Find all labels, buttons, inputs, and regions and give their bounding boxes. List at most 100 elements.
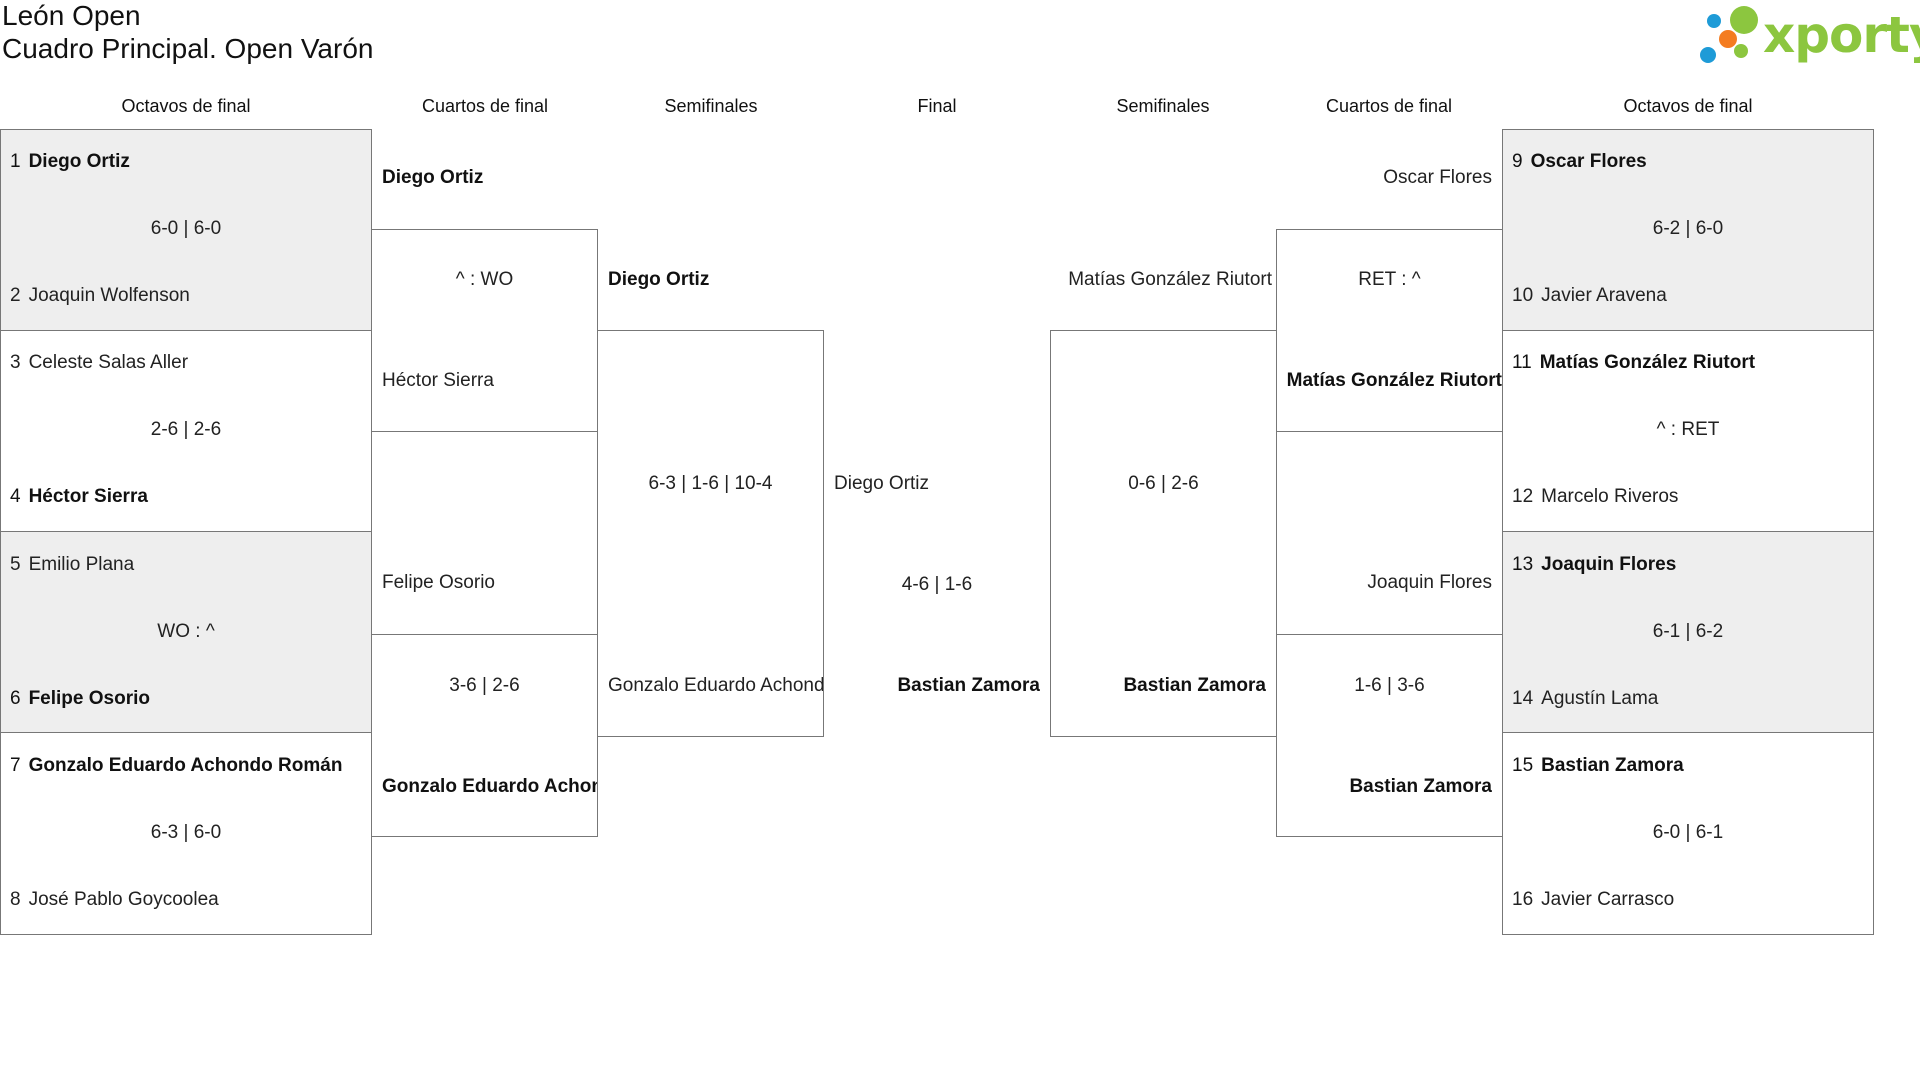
player-entry[interactable]: 3 Celeste Salas Aller (10, 351, 365, 375)
match-score: 6-0 | 6-1 (1652, 822, 1724, 843)
logo-wordmark: xporty (1763, 6, 1920, 64)
match-box-right-r16-1 (1502, 129, 1874, 331)
round-header-right-r16: Octavos de final (1623, 96, 1753, 116)
player-name[interactable]: Felipe Osorio (382, 572, 495, 593)
xporty-logo: xporty (1690, 0, 1920, 72)
round-header-right-sf: Semifinales (1116, 96, 1210, 116)
player-entry[interactable]: 6 Felipe Osorio (10, 687, 365, 711)
match-box-left-r16-1 (0, 129, 372, 331)
player-name[interactable]: Bastian Zamora (1123, 675, 1266, 696)
logo-dot-blue (1707, 14, 1721, 28)
logo-dot-orange (1719, 30, 1737, 48)
match-box-right-r16-4 (1502, 732, 1874, 935)
player-entry[interactable]: 7 Gonzalo Eduardo Achondo Román (10, 754, 365, 778)
player-entry[interactable]: 11 Matías González Riutort (1512, 351, 1867, 375)
round-header-left-r16: Octavos de final (121, 96, 251, 116)
player-name[interactable]: Diego Ortiz (382, 167, 484, 188)
player-entry[interactable]: 9 Oscar Flores (1512, 150, 1867, 174)
player-name: Marcelo Riveros (1541, 486, 1679, 507)
match-score: ^ : RET (1656, 419, 1720, 440)
round-header-final: Final (917, 96, 957, 116)
match-box-right-qf-1 (1276, 229, 1503, 432)
match-score: 0-6 | 2-6 (1128, 473, 1199, 494)
player-name[interactable]: Joaquin Flores (1367, 572, 1492, 593)
final-score: 4-6 | 1-6 (901, 574, 973, 595)
player-entry[interactable]: 13 Joaquin Flores (1512, 553, 1867, 577)
player-name[interactable]: Matías González Riutort (1286, 370, 1502, 391)
player-name: Javier Carrasco (1541, 889, 1675, 910)
match-score: 6-2 | 6-0 (1652, 218, 1724, 239)
match-box-left-sf (597, 330, 824, 737)
seed-number: 8 (10, 889, 21, 910)
match-box-left-qf-2 (371, 634, 598, 837)
round-header-right-qf: Cuartos de final (1325, 96, 1453, 116)
logo-dot-green-2 (1734, 44, 1748, 58)
match-box-right-qf-2 (1276, 634, 1503, 837)
champion-name[interactable]: Bastian Zamora (897, 675, 1040, 696)
seed-number: 4 (10, 486, 21, 507)
round-header-left-qf: Cuartos de final (421, 96, 549, 116)
final-player-1[interactable]: Diego Ortiz (834, 473, 930, 494)
player-name: Diego Ortiz (28, 151, 130, 172)
player-entry[interactable]: 16 Javier Carrasco (1512, 888, 1867, 912)
match-score: 6-0 | 6-0 (150, 218, 222, 239)
player-name: Emilio Plana (28, 554, 135, 575)
seed-number: 14 (1512, 688, 1534, 709)
player-name[interactable]: Oscar Flores (1383, 167, 1492, 188)
seed-number: 11 (1512, 352, 1532, 373)
player-entry[interactable]: 12 Marcelo Riveros (1512, 485, 1867, 509)
seed-number: 10 (1512, 285, 1534, 306)
player-entry[interactable]: 4 Héctor Sierra (10, 485, 365, 509)
player-name: Joaquin Wolfenson (28, 285, 190, 306)
player-entry[interactable]: 8 José Pablo Goycoolea (10, 888, 365, 912)
match-score: ^ : WO (455, 269, 514, 290)
match-box-left-r16-3 (0, 531, 372, 733)
player-name[interactable]: Gonzalo Eduardo Achondo Román (608, 675, 823, 696)
match-score: 6-3 | 6-0 (150, 822, 222, 843)
seed-number: 6 (10, 688, 21, 709)
logo-dot-blue-2 (1700, 47, 1716, 63)
seed-number: 9 (1512, 151, 1523, 172)
player-name[interactable]: Bastian Zamora (1349, 776, 1492, 797)
player-name[interactable]: Gonzalo Eduardo Achondo Román (382, 776, 597, 797)
logo-dot-green (1730, 6, 1758, 34)
match-score: 3-6 | 2-6 (449, 675, 520, 696)
player-entry[interactable]: 14 Agustín Lama (1512, 687, 1867, 711)
match-box-left-qf-1 (371, 229, 598, 432)
player-name: Gonzalo Eduardo Achondo Román (28, 755, 343, 776)
match-score: RET : ^ (1358, 269, 1421, 290)
seed-number: 13 (1512, 554, 1534, 575)
player-name: Joaquin Flores (1541, 554, 1677, 575)
player-entry[interactable]: 10 Javier Aravena (1512, 284, 1867, 308)
draw-subtitle: Cuadro Principal. Open Varón (2, 33, 374, 64)
seed-number: 1 (10, 151, 21, 172)
seed-number: 12 (1512, 486, 1534, 507)
player-name: Felipe Osorio (28, 688, 150, 709)
seed-number: 5 (10, 554, 21, 575)
player-name[interactable]: Diego Ortiz (608, 269, 710, 290)
player-name: Javier Aravena (1541, 285, 1667, 306)
seed-number: 3 (10, 352, 21, 373)
player-name: Agustín Lama (1541, 688, 1659, 709)
match-score: 2-6 | 2-6 (150, 419, 222, 440)
player-name: Oscar Flores (1530, 151, 1647, 172)
player-entry[interactable]: 5 Emilio Plana (10, 553, 365, 577)
player-name: José Pablo Goycoolea (28, 889, 219, 910)
seed-number: 16 (1512, 889, 1534, 910)
player-entry[interactable]: 1 Diego Ortiz (10, 150, 365, 174)
match-box-right-r16-3 (1502, 531, 1874, 733)
round-header-left-sf: Semifinales (664, 96, 758, 116)
tournament-title: León Open (2, 0, 141, 31)
player-name[interactable]: Héctor Sierra (382, 370, 494, 391)
seed-number: 15 (1512, 755, 1534, 776)
match-score: 1-6 | 3-6 (1354, 675, 1425, 696)
player-name[interactable]: Matías González Riutort (1068, 269, 1272, 290)
player-name: Celeste Salas Aller (28, 352, 189, 373)
match-score: 6-3 | 1-6 | 10-4 (648, 473, 773, 494)
match-box-right-sf (1050, 330, 1277, 737)
player-name: Héctor Sierra (28, 486, 148, 507)
player-name: Matías González Riutort (1539, 352, 1756, 373)
seed-number: 7 (10, 755, 21, 776)
